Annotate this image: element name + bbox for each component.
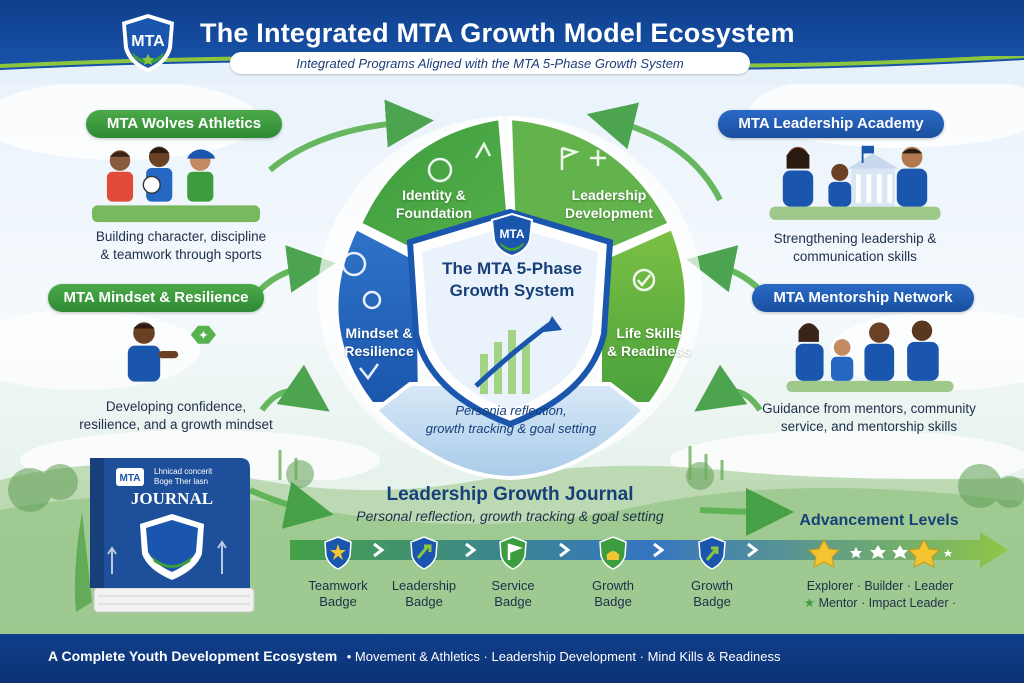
advancement-line2: Mentor · Impact Leader · [818,596,957,610]
phase-leadership-line1: Leadership [571,187,647,203]
mentorship-desc-line1: Guidance from mentors, community [762,401,976,416]
mentorship-desc: Guidance from mentors, community service… [724,400,1014,436]
leadership-desc: Strengthening leadership & communication… [730,230,980,266]
badge-2-line1: Service [491,578,535,593]
athletics-desc: Building character, discipline & teamwor… [56,228,306,264]
phase-life-line1: Life Skills [616,325,682,341]
footer-items: • Movement & Athletics · Leadership Deve… [346,649,781,664]
phase-mindset-line1: Mindset & [345,325,413,341]
badge-2-line2: Badge [494,594,532,609]
advancement-stars-icon [807,538,952,568]
svg-text:JOURNAL: JOURNAL [131,489,213,508]
athletics-title: MTA Wolves Athletics [86,110,282,138]
svg-text:MTA: MTA [131,33,165,50]
advancement-line2-row: ★ Mentor · Impact Leader · [770,595,990,612]
badge-label: Leadership Badge [379,578,469,610]
phase-reflection-line2: growth tracking & goal setting [425,421,597,436]
mindset-desc-line1: Developing confidence, [105,399,247,414]
svg-text:✦: ✦ [198,327,209,342]
svg-text:MTA: MTA [499,227,524,241]
badge-3-line2: Badge [594,594,632,609]
phase-identity: Identity & Foundation [374,186,494,222]
badge-4-line2: Badge [693,594,731,609]
mindset-desc: Developing confidence, resilience, and a… [46,398,306,434]
phase-mindset: Mindset & Resilience [324,324,434,360]
badge-3-line1: Growth [592,578,634,593]
phase-mindset-line2: Resilience [344,343,414,359]
badge-1-line1: Leadership [391,578,457,593]
svg-text:MTA: MTA [120,473,141,484]
growth-system-ring [318,115,702,481]
leadership-desc-line1: Strengthening leadership & [773,231,937,246]
phase-identity-line2: Foundation [395,205,473,221]
core-title-line1: The MTA 5-Phase [442,259,582,278]
athletics-illustration [92,146,260,223]
phase-reflection-line1: Personia reflection, [455,403,567,418]
service-badge-icon [499,536,527,570]
mta-logo-icon: MTA [122,14,174,72]
badge-label: Service Badge [468,578,558,610]
leadership-badge-icon [410,536,438,570]
mindset-title: MTA Mindset & Resilience [48,284,264,312]
advancement-levels: Explorer · Builder · Leader ★ Mentor · I… [770,578,990,612]
growth-badge-icon [599,536,627,570]
badge-label: Growth Badge [667,578,757,610]
core-title-line2: Growth System [449,281,575,300]
phase-leadership: Leadership Development [544,186,674,222]
advancement-title: Advancement Levels [799,512,959,529]
subtitle-band: Integrated Programs Aligned with the MTA… [230,52,750,74]
mentorship-illustration [786,320,954,392]
mindset-desc-line2: resilience, and a growth mindset [79,417,273,432]
footer-text: A Complete Youth Development Ecosystem •… [48,648,781,664]
page-subtitle: Integrated Programs Aligned with the MTA… [296,56,684,71]
badge-1-line2: Badge [405,594,443,609]
phase-leadership-line2: Development [565,205,653,221]
mindset-illustration: ✦ [127,322,216,382]
mentorship-title: MTA Mentorship Network [752,284,974,312]
page-title: The Integrated MTA Growth Model Ecosyste… [200,18,795,48]
phase-reflection: Personia reflection, growth tracking & g… [406,402,616,438]
badge-label: Teamwork Badge [293,578,383,610]
growth-badge-2-icon [698,536,726,570]
leadership-illustration [769,145,941,220]
badge-label: Growth Badge [568,578,658,610]
phase-life-skills: Life Skills & Readiness [594,324,704,360]
advancement-line1: Explorer · Builder · Leader [806,579,954,593]
footer-lead: A Complete Youth Development Ecosystem [48,648,338,664]
svg-text:Boge Ther lasn: Boge Ther lasn [154,477,208,486]
journal-description: Personal reflection, growth tracking & g… [356,508,664,524]
leadership-academy-title: MTA Leadership Academy [718,110,944,138]
leadership-desc-line2: communication skills [793,249,917,264]
badge-4-line1: Growth [691,578,733,593]
center-mta-logo-icon: MTA [490,212,534,258]
mentorship-desc-line2: service, and mentorship skills [780,419,958,434]
phase-identity-line1: Identity & [402,187,466,203]
journal-title: Leadership Growth Journal [386,484,634,505]
athletics-desc-line2: & teamwork through sports [100,247,262,262]
footer-banner: A Complete Youth Development Ecosystem •… [0,634,1024,683]
core-title: The MTA 5-Phase Growth System [424,258,600,302]
phase-life-line2: & Readiness [606,343,692,359]
level-star-icon: ★ [803,596,816,610]
badge-0-line1: Teamwork [308,578,368,593]
svg-text:Lhnicad concerit: Lhnicad concerit [154,467,213,476]
journal-book-illustration: MTA Lhnicad concerit Boge Ther lasn JOUR… [74,458,255,613]
athletics-desc-line1: Building character, discipline [95,229,267,244]
badge-0-line2: Badge [319,594,357,609]
teamwork-badge-icon [324,536,352,570]
